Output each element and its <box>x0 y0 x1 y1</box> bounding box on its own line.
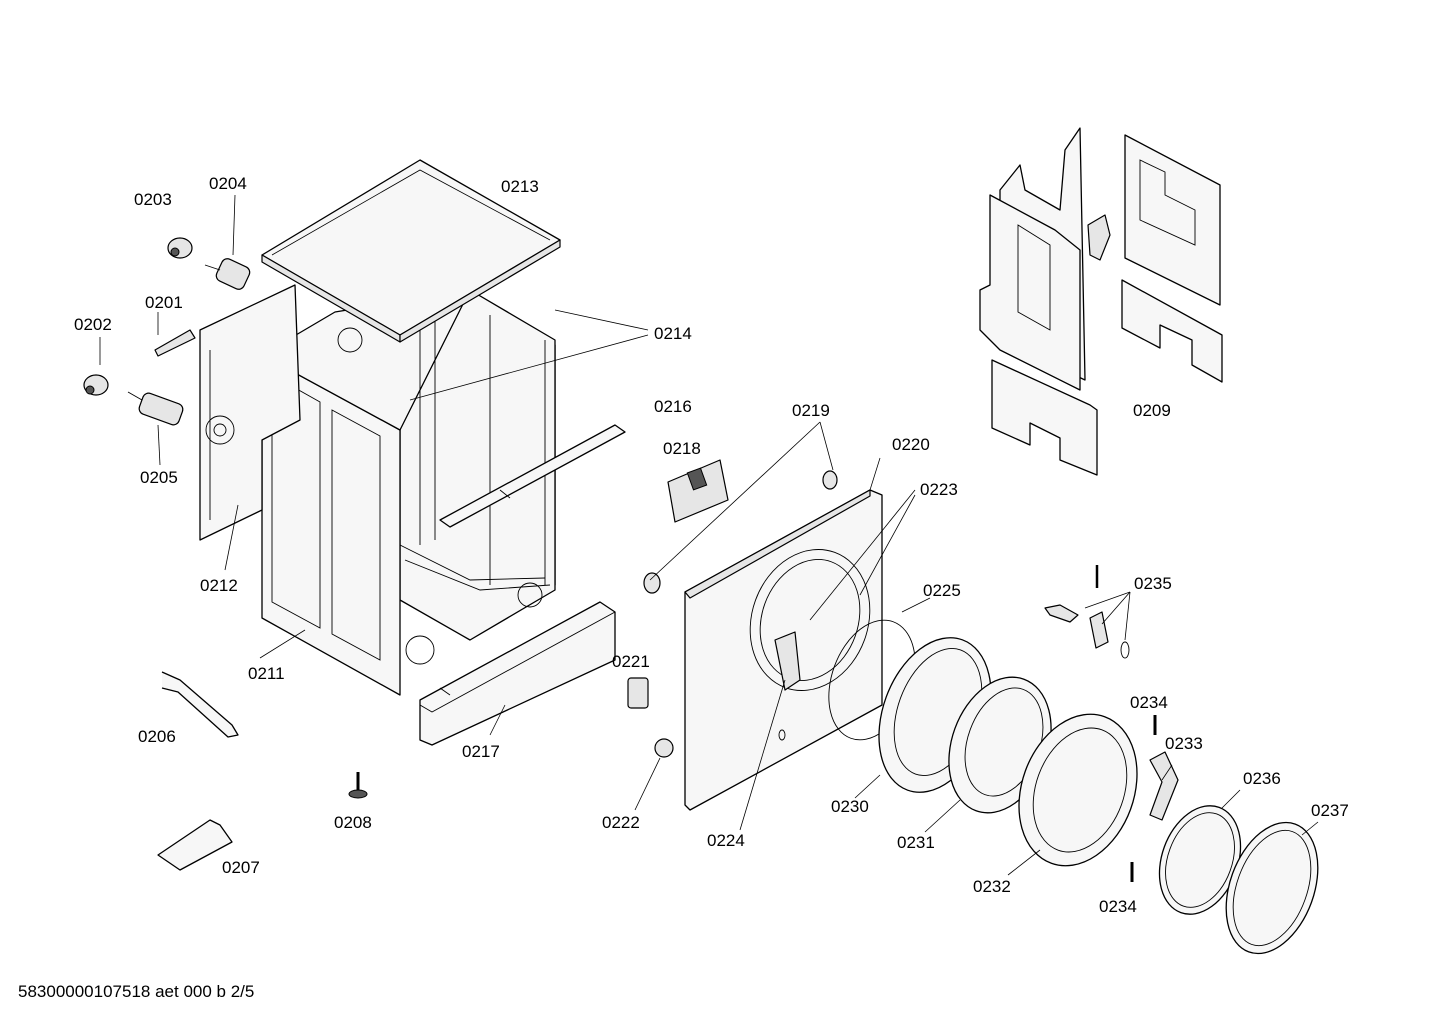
bracket-0207 <box>157 819 233 871</box>
label-0212: 0212 <box>200 576 238 595</box>
label-0203: 0203 <box>134 190 172 209</box>
front-panel-0220 <box>684 489 883 811</box>
label-0204: 0204 <box>209 174 247 193</box>
foot-0208 <box>348 772 368 799</box>
base-plinth <box>419 601 616 746</box>
part-labels: 0203 0204 0213 0201 0202 0214 0216 0219 … <box>74 174 1349 916</box>
label-0233: 0233 <box>1165 734 1203 753</box>
label-0234-top: 0234 <box>1130 693 1168 712</box>
door-lock-0218 <box>667 459 729 523</box>
part-0203 <box>167 237 193 259</box>
label-0223: 0223 <box>920 480 958 499</box>
part-0202 <box>83 374 109 396</box>
label-0219: 0219 <box>792 401 830 420</box>
label-0224: 0224 <box>707 831 745 850</box>
label-0234-bottom: 0234 <box>1099 897 1137 916</box>
label-0206: 0206 <box>138 727 176 746</box>
hinge-parts-0235 <box>1044 565 1130 659</box>
back-wall-panel <box>199 284 301 541</box>
label-0201: 0201 <box>145 293 183 312</box>
label-0235: 0235 <box>1134 574 1172 593</box>
hinge-0233 <box>1149 751 1179 821</box>
cross-brace <box>439 424 626 528</box>
label-0216: 0216 <box>654 397 692 416</box>
label-0211: 0211 <box>248 664 285 683</box>
label-0217: 0217 <box>462 742 500 761</box>
leader-lines <box>99 194 1319 876</box>
part-0201 <box>154 329 196 357</box>
label-0218: 0218 <box>663 439 701 458</box>
label-0208: 0208 <box>334 813 372 832</box>
part-0204 <box>204 258 251 290</box>
part-0205 <box>127 391 184 426</box>
part-0222 <box>654 738 674 758</box>
label-0220: 0220 <box>892 435 930 454</box>
label-0236: 0236 <box>1243 769 1281 788</box>
packaging-0209 <box>979 127 1223 476</box>
label-0232: 0232 <box>973 877 1011 896</box>
part-0219-a <box>643 572 661 594</box>
label-0231: 0231 <box>897 833 935 852</box>
label-0213: 0213 <box>501 177 539 196</box>
label-0237: 0237 <box>1311 801 1349 820</box>
label-0222: 0222 <box>602 813 640 832</box>
part-0221 <box>627 677 649 709</box>
label-0225: 0225 <box>923 581 961 600</box>
label-0205: 0205 <box>140 468 178 487</box>
label-0230: 0230 <box>831 797 869 816</box>
label-0221: 0221 <box>612 652 650 671</box>
part-0219-b <box>822 470 838 490</box>
label-0202: 0202 <box>74 315 112 334</box>
ring-0236 <box>1158 805 1242 915</box>
top-cover <box>261 159 561 343</box>
door-ring-0232 <box>1018 713 1138 867</box>
label-0209: 0209 <box>1133 401 1171 420</box>
drawing-reference: 58300000107518 aet 000 b 2/5 <box>18 982 254 1001</box>
ring-0237 <box>1225 821 1319 955</box>
label-0207: 0207 <box>222 858 260 877</box>
label-0214: 0214 <box>654 324 692 343</box>
spanner-0206 <box>161 671 239 738</box>
